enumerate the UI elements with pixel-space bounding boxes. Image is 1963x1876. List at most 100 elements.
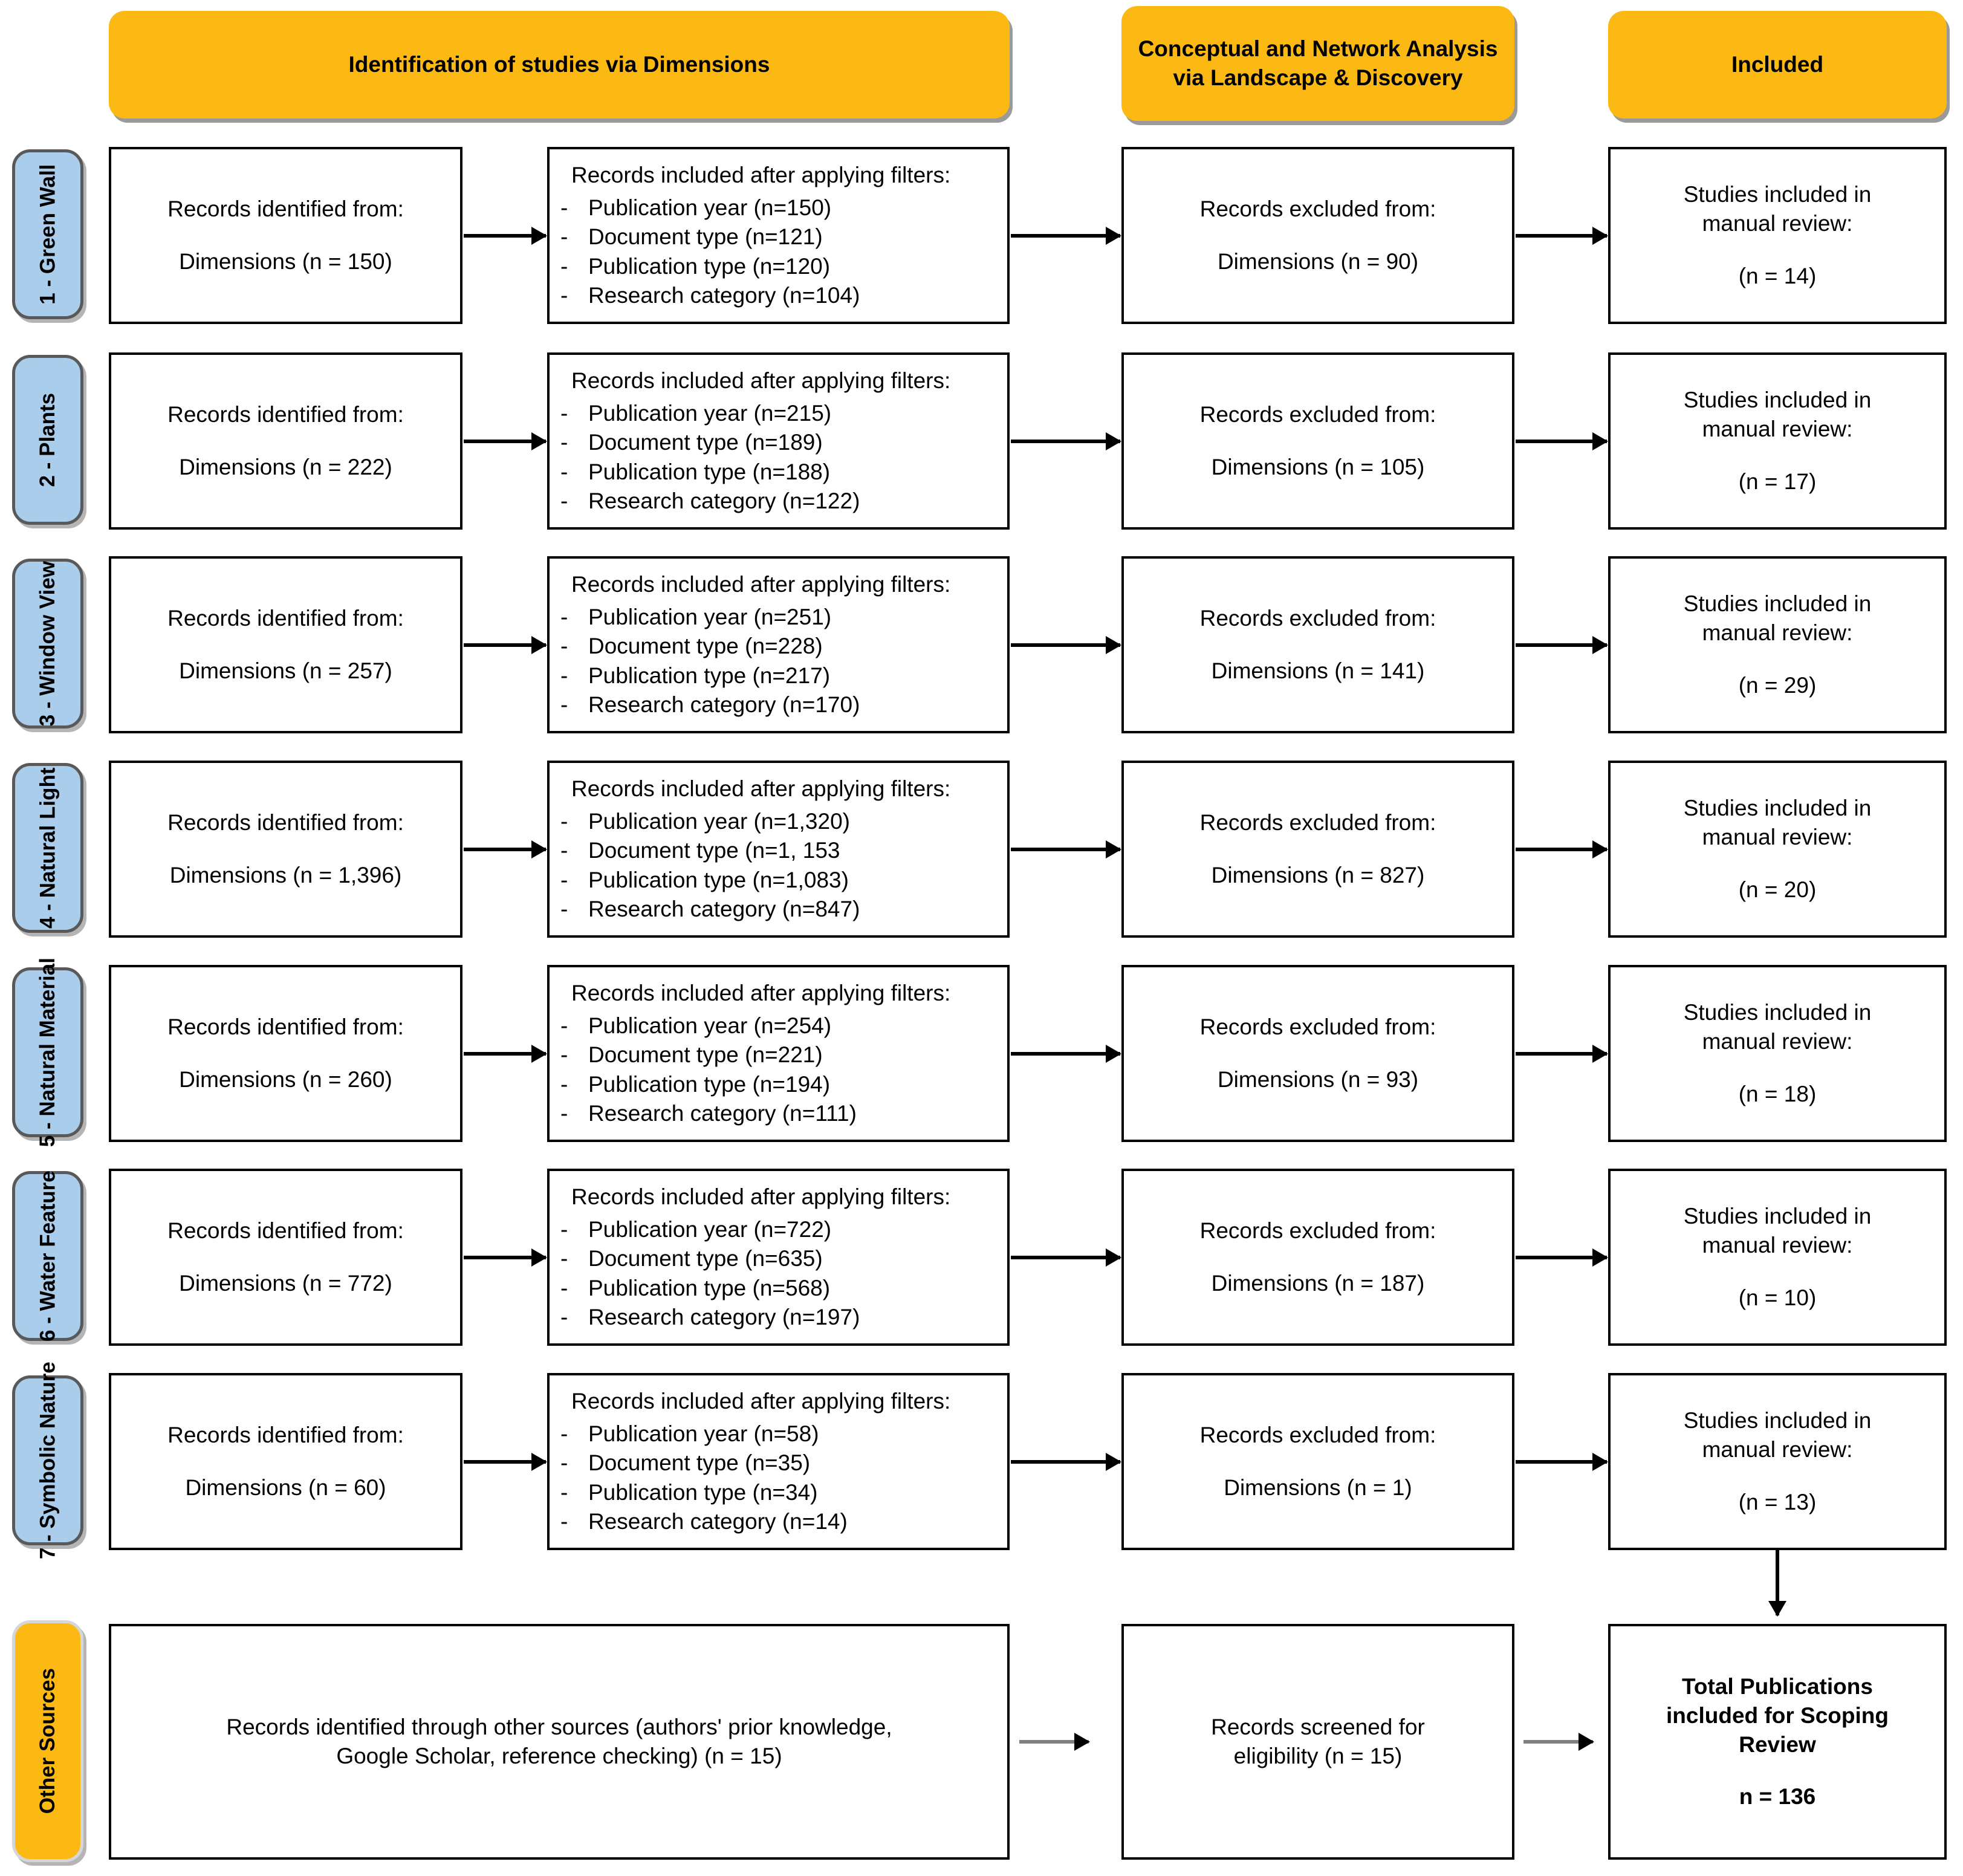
arrow-filters-to-excluded-row-6 xyxy=(1011,1255,1120,1259)
filter-dash-row-4-4: - xyxy=(560,896,568,921)
filter-text-row-2-2: Document type (n=189) xyxy=(588,430,823,455)
box-records-identified-row-4: Records identified from: Dimensions (n =… xyxy=(109,761,462,938)
filters-title-row-7: Records included after applying filters: xyxy=(571,1389,951,1414)
filter-dash-row-7-2: - xyxy=(560,1450,568,1476)
manual-review-line2-row-3: manual review: xyxy=(1702,620,1853,646)
side-label-row-6-text: 6 - Water Feature xyxy=(36,1170,60,1342)
records-excluded-title-row-7: Records excluded from: xyxy=(1199,1423,1436,1448)
filter-text-row-5-4: Research category (n=111) xyxy=(588,1100,857,1126)
arrow-excluded-to-included-row-5 xyxy=(1516,1051,1607,1056)
box-studies-included-row-4: Studies included in manual review: (n = … xyxy=(1608,761,1947,938)
box-records-excluded-row-3: Records excluded from: Dimensions (n = 1… xyxy=(1121,556,1514,733)
box-records-excluded-row-1: Records excluded from: Dimensions (n = 9… xyxy=(1121,147,1514,324)
filter-item-row-4-4: - Research category (n=847) xyxy=(560,895,996,924)
manual-review-line2-row-2: manual review: xyxy=(1702,417,1853,442)
filter-item-row-3-3: - Publication type (n=217) xyxy=(560,661,996,690)
box-records-excluded-row-6: Records excluded from: Dimensions (n = 1… xyxy=(1121,1169,1514,1346)
box-filters-row-2: Records included after applying filters:… xyxy=(547,352,1010,530)
total-line1: Total Publications xyxy=(1682,1673,1873,1699)
filter-text-row-3-2: Document type (n=228) xyxy=(588,634,823,659)
header-conceptual-network-analysis-label: Conceptual and Network Analysis via Land… xyxy=(1138,36,1498,90)
filters-list-row-3: Records included after applying filters:… xyxy=(560,570,996,719)
filter-text-row-4-1: Publication year (n=1,320) xyxy=(588,809,850,834)
filter-dash-row-6-2: - xyxy=(560,1246,568,1271)
records-excluded-title-row-5: Records excluded from: xyxy=(1199,1014,1436,1040)
side-label-row-3: 3 - Window View xyxy=(12,559,83,729)
studies-included-value-row-7: (n = 13) xyxy=(1738,1489,1817,1514)
side-label-row-5-text: 5 - Natural Material xyxy=(36,957,60,1147)
filter-item-row-5-4: - Research category (n=111) xyxy=(560,1099,996,1128)
side-label-row-1-text: 1 - Green Wall xyxy=(36,164,60,305)
arrow-identified-to-filters-row-1 xyxy=(464,233,546,238)
filter-dash-row-2-1: - xyxy=(560,401,568,426)
filter-text-row-2-3: Publication type (n=188) xyxy=(588,459,831,484)
records-identified-title-row-5: Records identified from: xyxy=(167,1014,404,1040)
filter-text-row-7-2: Document type (n=35) xyxy=(588,1450,811,1476)
total-value: n = 136 xyxy=(1739,1784,1816,1809)
filter-item-row-3-4: - Research category (n=170) xyxy=(560,690,996,719)
filter-dash-row-5-1: - xyxy=(560,1013,568,1039)
filter-item-row-6-1: - Publication year (n=722) xyxy=(560,1215,996,1244)
filter-dash-row-6-3: - xyxy=(560,1275,568,1300)
filter-text-row-7-3: Publication type (n=34) xyxy=(588,1479,818,1505)
box-studies-included-row-2: Studies included in manual review: (n = … xyxy=(1608,352,1947,530)
filter-text-row-4-4: Research category (n=847) xyxy=(588,896,860,921)
filter-text-row-7-1: Publication year (n=58) xyxy=(588,1421,819,1447)
side-label-row-4: 4 - Natural Light xyxy=(12,763,83,933)
filter-dash-row-5-3: - xyxy=(560,1071,568,1097)
arrow-identified-to-filters-row-2 xyxy=(464,439,546,443)
records-identified-title-row-7: Records identified from: xyxy=(167,1423,404,1448)
filters-list-row-2: Records included after applying filters:… xyxy=(560,366,996,515)
manual-review-line1-row-6: Studies included in xyxy=(1683,1204,1872,1229)
filter-item-row-4-2: - Document type (n=1, 153 xyxy=(560,836,996,865)
side-label-row-5: 5 - Natural Material xyxy=(12,958,83,1147)
filter-dash-row-7-4: - xyxy=(560,1508,568,1534)
manual-review-line2-row-7: manual review: xyxy=(1702,1437,1853,1462)
filter-item-row-4-3: - Publication type (n=1,083) xyxy=(560,866,996,895)
arrow-row7-included-to-total xyxy=(1776,1548,1779,1615)
filters-title-row-3: Records included after applying filters: xyxy=(571,572,951,597)
arrow-excluded-to-included-row-2 xyxy=(1516,439,1607,443)
filter-dash-row-1-3: - xyxy=(560,253,568,279)
records-excluded-value-row-4: Dimensions (n = 827) xyxy=(1211,862,1425,888)
filter-item-row-5-3: - Publication type (n=194) xyxy=(560,1070,996,1099)
arrow-identified-to-filters-row-7 xyxy=(464,1459,546,1464)
arrow-identified-to-filters-row-5 xyxy=(464,1051,546,1056)
filter-item-row-3-1: - Publication year (n=251) xyxy=(560,603,996,632)
box-filters-row-7: Records included after applying filters:… xyxy=(547,1373,1010,1550)
side-label-row-6: 6 - Water Feature xyxy=(12,1170,83,1342)
filter-text-row-7-4: Research category (n=14) xyxy=(588,1508,848,1534)
box-filters-row-1: Records included after applying filters:… xyxy=(547,147,1010,324)
total-line3: Review xyxy=(1739,1732,1816,1757)
side-label-row-4-text: 4 - Natural Light xyxy=(36,767,60,929)
filter-dash-row-1-4: - xyxy=(560,282,568,308)
studies-included-value-row-4: (n = 20) xyxy=(1738,877,1817,902)
box-records-excluded-row-5: Records excluded from: Dimensions (n = 9… xyxy=(1121,965,1514,1142)
records-excluded-value-row-7: Dimensions (n = 1) xyxy=(1224,1475,1412,1500)
filters-list-row-4: Records included after applying filters:… xyxy=(560,774,996,923)
filter-text-row-6-2: Document type (n=635) xyxy=(588,1246,823,1271)
arrow-filters-to-excluded-row-7 xyxy=(1011,1459,1120,1464)
side-label-row-2: 2 - Plants xyxy=(12,355,83,525)
records-excluded-value-row-2: Dimensions (n = 105) xyxy=(1211,454,1425,479)
filter-item-row-2-1: - Publication year (n=215) xyxy=(560,399,996,428)
arrow-excluded-to-included-row-6 xyxy=(1516,1255,1607,1259)
manual-review-line1-row-2: Studies included in xyxy=(1683,388,1872,413)
filter-text-row-6-4: Research category (n=197) xyxy=(588,1304,860,1329)
manual-review-line1-row-1: Studies included in xyxy=(1683,182,1872,207)
filter-dash-row-1-2: - xyxy=(560,224,568,250)
records-excluded-title-row-1: Records excluded from: xyxy=(1199,196,1436,222)
filter-text-row-1-1: Publication year (n=150) xyxy=(588,195,832,221)
filter-item-row-6-4: - Research category (n=197) xyxy=(560,1303,996,1332)
studies-included-value-row-1: (n = 14) xyxy=(1738,263,1817,288)
manual-review-line2-row-5: manual review: xyxy=(1702,1029,1853,1054)
box-total-publications: Total Publications included for Scoping … xyxy=(1608,1624,1947,1860)
filter-dash-row-3-4: - xyxy=(560,692,568,717)
filter-dash-row-6-4: - xyxy=(560,1304,568,1329)
side-label-row-2-text: 2 - Plants xyxy=(36,392,60,487)
filter-item-row-6-3: - Publication type (n=568) xyxy=(560,1274,996,1303)
records-identified-value-row-7: Dimensions (n = 60) xyxy=(185,1475,386,1500)
side-label-row-7-text: 7 - Symbolic Nature xyxy=(36,1362,60,1559)
records-identified-value-row-4: Dimensions (n = 1,396) xyxy=(169,862,402,888)
arrow-identified-to-filters-row-4 xyxy=(464,847,546,851)
